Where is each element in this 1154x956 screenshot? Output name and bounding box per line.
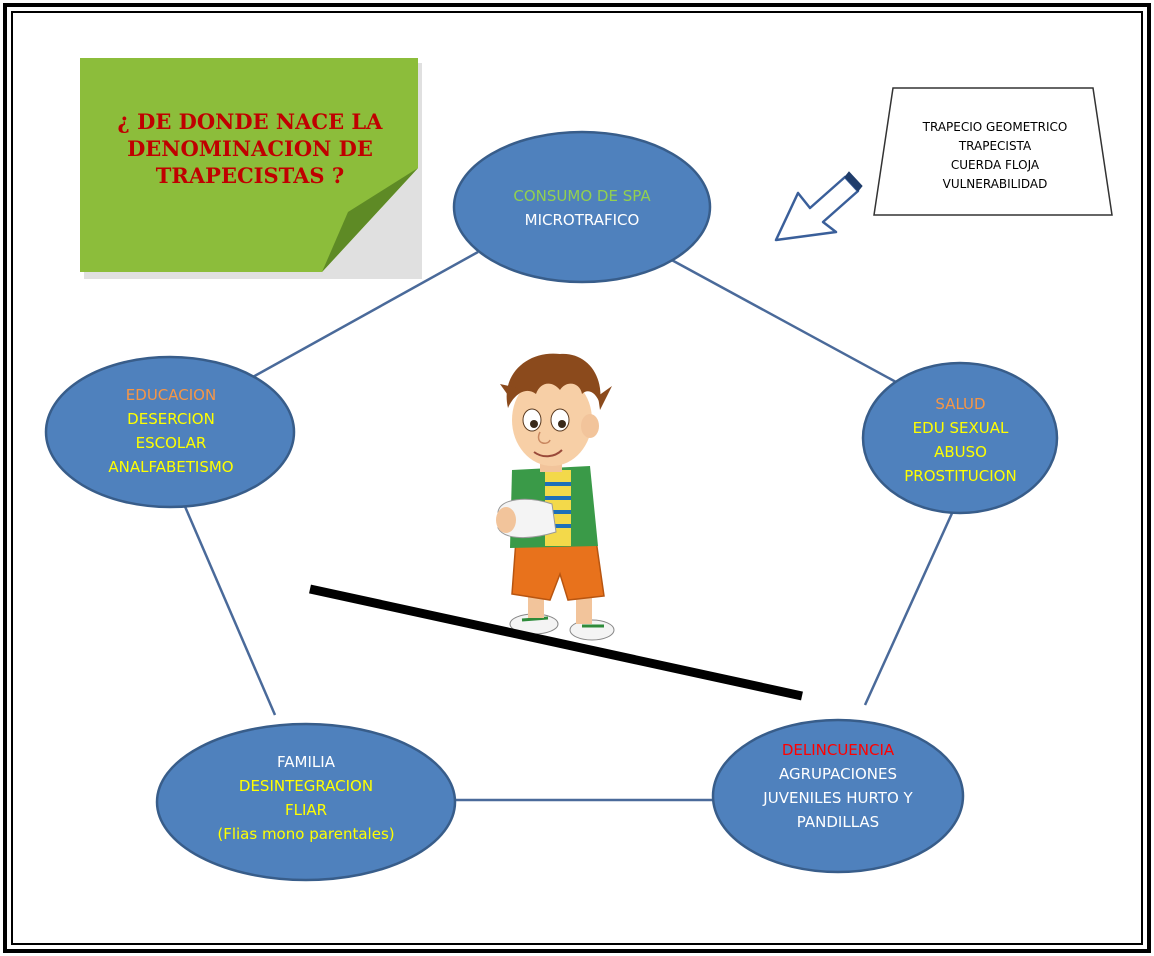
salud-line-2: EDU SEXUAL — [912, 419, 1009, 437]
delincuencia-line-4: PANDILLAS — [796, 813, 880, 831]
boy-illustration — [496, 353, 615, 641]
salud-line-3: ABUSO — [934, 443, 987, 461]
trapezoid-line: TRAPECIO GEOMETRICO — [922, 120, 1068, 134]
label-salud: SALUD EDU SEXUAL ABUSO PROSTITUCION — [868, 390, 1053, 490]
delincuencia-line-1: DELINCUENCIA — [781, 741, 895, 759]
note-title-line: ¿ DE DONDE NACE LA — [117, 109, 383, 134]
question-note — [80, 58, 422, 279]
educacion-line-4: ANALFABETISMO — [108, 458, 234, 476]
note-title-line: TRAPECISTAS ? — [155, 163, 345, 188]
node-familia — [155, 722, 457, 882]
note-title: ¿ DE DONDE NACE LA DENOMINACION DE TRAPE… — [100, 108, 400, 189]
inner-border — [11, 11, 1143, 945]
node-consumo — [452, 130, 712, 284]
trapezoid-text: TRAPECIO GEOMETRICO TRAPECISTA CUERDA FL… — [880, 118, 1110, 194]
educacion-line-2: DESERCION — [127, 410, 215, 428]
tightrope-line — [309, 584, 803, 701]
educacion-line-3: ESCOLAR — [135, 434, 207, 452]
arrow-icon — [774, 171, 863, 242]
label-delincuencia: DELINCUENCIA AGRUPACIONES JUVENILES HURT… — [718, 736, 958, 836]
trapezoid-line: TRAPECISTA — [958, 139, 1032, 153]
label-consumo: CONSUMO DE SPA MICROTRAFICO — [462, 172, 702, 244]
pentagon-connectors — [175, 250, 960, 802]
node-salud — [861, 361, 1059, 515]
note-title-line: DENOMINACION DE — [127, 136, 373, 161]
note-body — [80, 58, 418, 272]
node-delincuencia — [711, 718, 965, 874]
label-familia: FAMILIA DESINTEGRACION FLIAR (Flias mono… — [176, 748, 436, 848]
consumo-line-1: CONSUMO DE SPA — [513, 187, 651, 205]
educacion-line-1: EDUCACION — [125, 386, 217, 404]
trapezoid-line: VULNERABILIDAD — [942, 177, 1048, 191]
familia-line-1: FAMILIA — [277, 753, 335, 771]
salud-line-4: PROSTITUCION — [904, 467, 1017, 485]
connector-consumo-salud — [667, 256, 908, 390]
connector-educacion-familia — [175, 487, 277, 716]
node-educacion — [44, 355, 296, 509]
familia-line-3: FLIAR — [284, 801, 328, 819]
trapezoid-shape — [873, 87, 1113, 216]
salud-line-1: SALUD — [935, 395, 986, 413]
trapezoid-line: CUERDA FLOJA — [950, 158, 1040, 172]
note-fold — [322, 168, 418, 272]
connector-salud-delincuencia — [863, 499, 960, 706]
consumo-line-2: MICROTRAFICO — [524, 211, 640, 229]
outer-border — [3, 3, 1151, 953]
delincuencia-line-2: AGRUPACIONES — [778, 765, 898, 783]
connector-consumo-educacion — [241, 250, 479, 385]
familia-line-2: DESINTEGRACION — [238, 777, 374, 795]
delincuencia-line-3: JUVENILES HURTO Y — [763, 789, 913, 807]
label-educacion: EDUCACION DESERCION ESCOLAR ANALFABETISM… — [56, 381, 286, 481]
familia-line-4: (Flias mono parentales) — [217, 825, 395, 843]
